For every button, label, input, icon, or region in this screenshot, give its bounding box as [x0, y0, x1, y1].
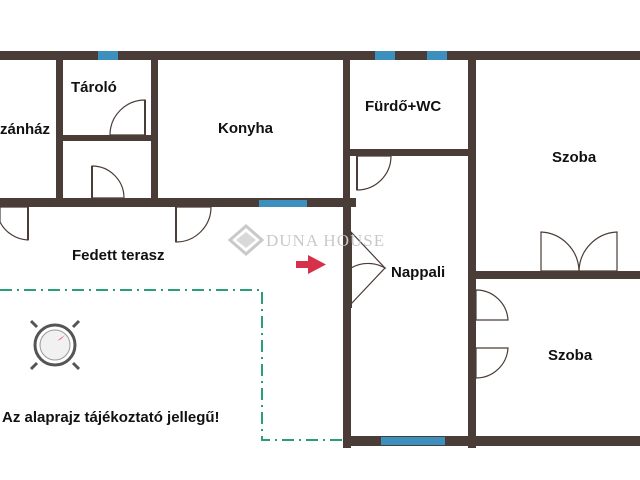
door-furdo: [356, 155, 392, 191]
room-label-kamra: zánház: [0, 121, 50, 138]
logo-diamond-inner-icon: [236, 232, 256, 248]
door-konyha: [175, 206, 212, 243]
window-konyha: [259, 200, 307, 207]
room-label-konyha: Konyha: [218, 120, 274, 137]
door-szoba-top-right: [578, 231, 618, 272]
room-label-fedett-terasz: Fedett terasz: [72, 247, 165, 264]
door-szoba-top-left: [540, 231, 580, 272]
window-nappali: [381, 437, 445, 445]
wall-v-343: [343, 60, 350, 200]
wall-mid-left: [0, 198, 356, 207]
wall-v-nappali-left: [343, 198, 351, 448]
doors: [0, 99, 618, 379]
wall-szoba-divider: [476, 271, 640, 279]
door-szoba-bottom-lower: [475, 347, 509, 379]
room-label-nappali: Nappali: [391, 264, 445, 281]
wall-top: [0, 51, 640, 60]
room-label-szoba-bottom: Szoba: [548, 347, 593, 364]
door-szoba-bottom-upper: [475, 289, 509, 321]
terrace-boundary-dashed: [0, 289, 343, 441]
wall-v-56: [56, 60, 63, 200]
room-label-furdo: Fürdő+WC: [365, 98, 441, 115]
wall-taroló-divider: [62, 135, 154, 141]
duna-house-logo: DUNA HOUSE: [227, 224, 385, 256]
walls: [0, 51, 640, 448]
wall-v-151: [151, 60, 158, 200]
windows: [98, 51, 447, 445]
room-label-taroló: Tároló: [71, 79, 117, 96]
door-storage-lower: [91, 165, 125, 199]
arrow-right-icon: [296, 255, 326, 274]
wall-bottom: [343, 436, 640, 446]
window-furdo-2: [427, 51, 447, 60]
watermark-text: DUNA HOUSE: [266, 231, 385, 250]
logo-diamond-icon: [227, 224, 265, 256]
door-taroló: [109, 99, 146, 136]
window-furdo-1: [375, 51, 395, 60]
disclaimer-note: Az alaprajz tájékoztató jellegű!: [2, 409, 220, 426]
window-taroló: [98, 51, 118, 60]
wall-v-468: [468, 60, 476, 448]
wall-furdo-bottom: [343, 149, 475, 156]
door-nappali-lower: [350, 262, 386, 306]
room-label-szoba-top: Szoba: [552, 149, 597, 166]
compass-icon: [29, 319, 81, 371]
door-terrace-left: [0, 206, 29, 241]
